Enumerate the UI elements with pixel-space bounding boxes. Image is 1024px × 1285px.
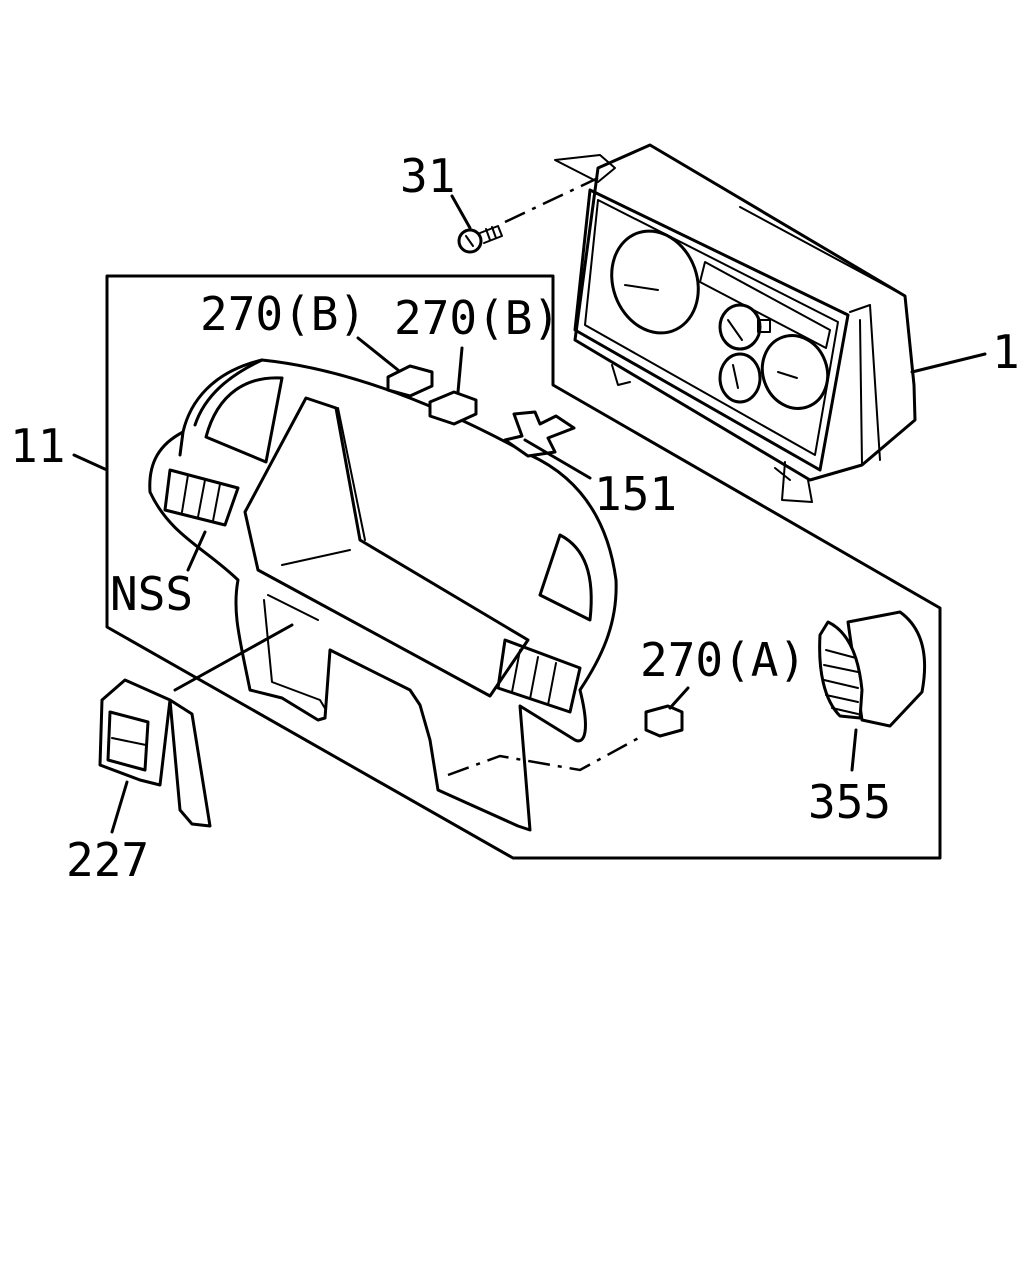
label-270a: 270(A) [640,633,806,687]
leader-270b-left [356,336,400,372]
clip-270b-left [386,364,434,398]
label-nss: NSS [110,567,193,621]
leader-270a [668,686,690,710]
label-1: 1 [992,325,1020,379]
label-227: 227 [66,833,149,887]
vent-355 [818,610,927,728]
label-151: 151 [594,467,677,521]
label-31: 31 [400,149,455,203]
assembly-frame [105,274,942,860]
leader-355 [850,728,858,772]
leader-31 [450,194,472,230]
clip-270b-right [428,390,478,426]
leader-1 [910,352,987,374]
label-355: 355 [808,775,891,829]
switch-leader [173,623,294,692]
label-11: 11 [10,419,65,473]
label-270b-left: 270(B) [200,287,366,341]
leader-270b-right [456,346,464,394]
instrument-cluster [554,143,917,503]
screw-centerline [504,176,599,224]
clip-270a-dashline [447,733,645,777]
switch-227 [98,678,212,828]
screw-31 [457,225,503,254]
clip-270a [644,704,684,738]
leader-151 [523,438,592,480]
leader-227 [110,780,129,834]
label-270b-right: 270(B) [394,291,560,345]
cluster-bezel [148,358,618,832]
leader-11 [72,453,109,472]
bracket-151 [503,410,576,458]
leader-nss [186,530,207,572]
